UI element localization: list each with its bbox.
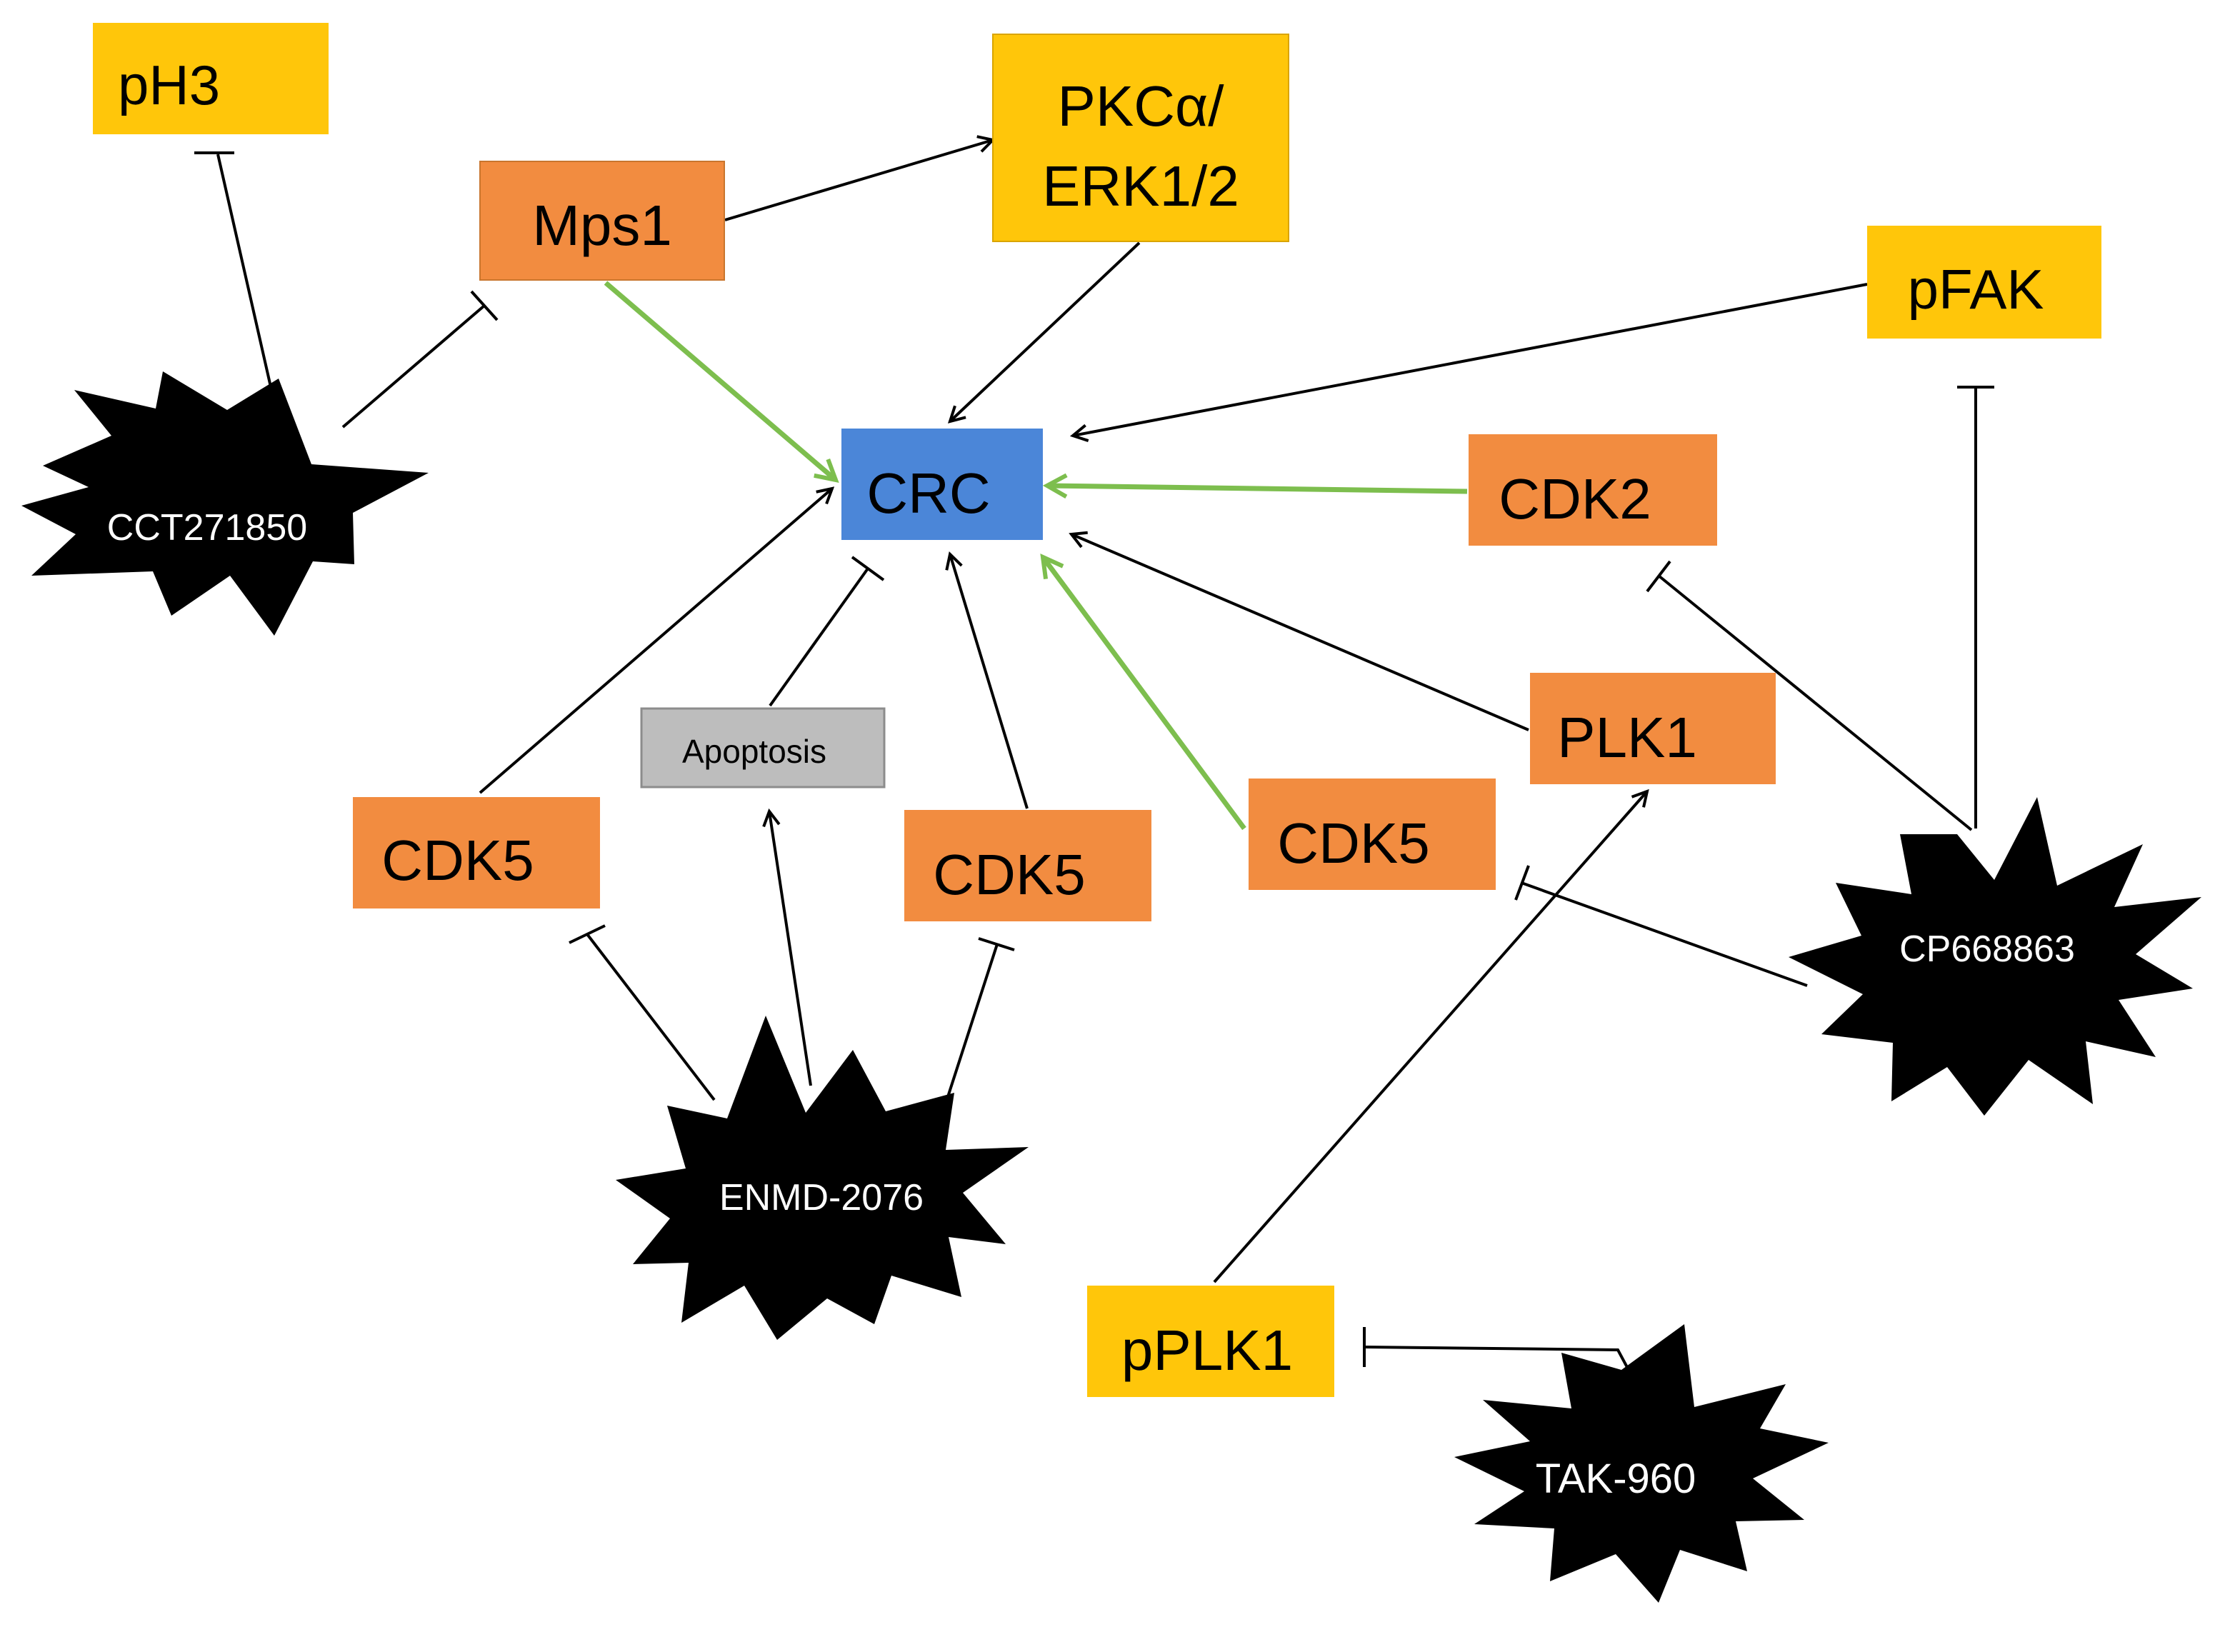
edge-cdk5-right-to-crc xyxy=(1043,557,1246,831)
drug-cp668863: CP668863 xyxy=(1789,797,2201,1116)
drugs: CCT271850 ENMD-2076 CP668863 TAK-960 xyxy=(21,371,2201,1603)
node-ph3: pH3 xyxy=(93,23,329,134)
edge-enmd2076-inhibits-cdk5-left xyxy=(569,924,716,1101)
drug-label-cp668863: CP668863 xyxy=(1899,928,2075,970)
node-pfak: pFAK xyxy=(1867,226,2101,339)
node-label-pfak: pFAK xyxy=(1908,258,2044,321)
node-mps1: Mps1 xyxy=(479,161,725,281)
node-plk1: PLK1 xyxy=(1530,673,1776,784)
drug-tak960: TAK-960 xyxy=(1454,1324,1829,1603)
node-pplk1: pPLK1 xyxy=(1087,1286,1334,1397)
drug-enmd2076: ENMD-2076 xyxy=(616,1016,1029,1340)
node-cdk5-mid: CDK5 xyxy=(904,810,1151,921)
edge-cp668863-inhibits-cdk2 xyxy=(1646,560,1973,831)
node-crc: CRC xyxy=(841,429,1043,540)
edge-cdk5-left-to-crc xyxy=(479,489,832,794)
drug-label-tak960: TAK-960 xyxy=(1536,1456,1696,1502)
node-label-pkca-line2: ERK1/2 xyxy=(1042,154,1239,218)
node-label-cdk5-left: CDK5 xyxy=(381,828,534,892)
node-cdk5-left: CDK5 xyxy=(353,797,600,908)
edge-cdk2-to-crc xyxy=(1047,486,1468,491)
edge-pfak-to-crc xyxy=(1073,283,1868,436)
edge-mps1-to-pkca xyxy=(724,140,993,221)
starburst-shape xyxy=(21,371,429,636)
edge-cdk5-mid-to-crc xyxy=(950,554,1029,809)
nodes: pH3 Mps1 PKCα/ ERK1/2 pFAK CRC CDK2 xyxy=(93,23,2101,1397)
edges xyxy=(194,140,1994,1371)
starburst-shape xyxy=(1454,1324,1829,1603)
edge-apoptosis-inhibits-crc xyxy=(769,556,885,707)
node-label-crc: CRC xyxy=(866,461,990,525)
node-label-cdk5-right: CDK5 xyxy=(1277,811,1429,875)
node-label-pkca-line1: PKCα/ xyxy=(1058,74,1225,138)
drug-cct271850: CCT271850 xyxy=(21,371,429,636)
starburst-shape xyxy=(1789,797,2201,1116)
edge-plk1-to-crc xyxy=(1071,534,1529,731)
edge-pplk1-to-plk1 xyxy=(1213,791,1647,1283)
edge-cct271850-inhibits-ph3 xyxy=(194,151,280,422)
node-label-pplk1: pPLK1 xyxy=(1121,1318,1293,1382)
node-label-cdk2: CDK2 xyxy=(1499,467,1651,531)
node-label-apoptosis: Apoptosis xyxy=(682,733,826,770)
edge-cp668863-inhibits-pfak xyxy=(1957,386,1994,828)
edge-enmd2076-to-apoptosis xyxy=(769,811,812,1086)
edge-tak960-inhibits-pplk1 xyxy=(1363,1327,1630,1371)
node-apoptosis: Apoptosis xyxy=(640,707,886,789)
node-label-ph3: pH3 xyxy=(118,54,220,116)
node-cdk2: CDK2 xyxy=(1469,434,1717,546)
node-label-plk1: PLK1 xyxy=(1557,706,1697,769)
edge-cct271850-inhibits-mps1 xyxy=(341,290,499,429)
node-label-mps1: Mps1 xyxy=(532,194,672,257)
node-label-cdk5-mid: CDK5 xyxy=(933,843,1085,906)
starburst-shape xyxy=(616,1016,1029,1340)
node-pkca-erk: PKCα/ ERK1/2 xyxy=(992,34,1289,242)
edge-cp668863-inhibits-cdk5-right xyxy=(1514,865,1808,987)
drug-label-cct271850: CCT271850 xyxy=(107,507,307,549)
drug-label-enmd2076: ENMD-2076 xyxy=(719,1177,924,1218)
node-cdk5-right: CDK5 xyxy=(1249,779,1496,890)
edge-pkca-to-crc xyxy=(950,241,1141,421)
edge-mps1-to-crc xyxy=(604,281,836,480)
